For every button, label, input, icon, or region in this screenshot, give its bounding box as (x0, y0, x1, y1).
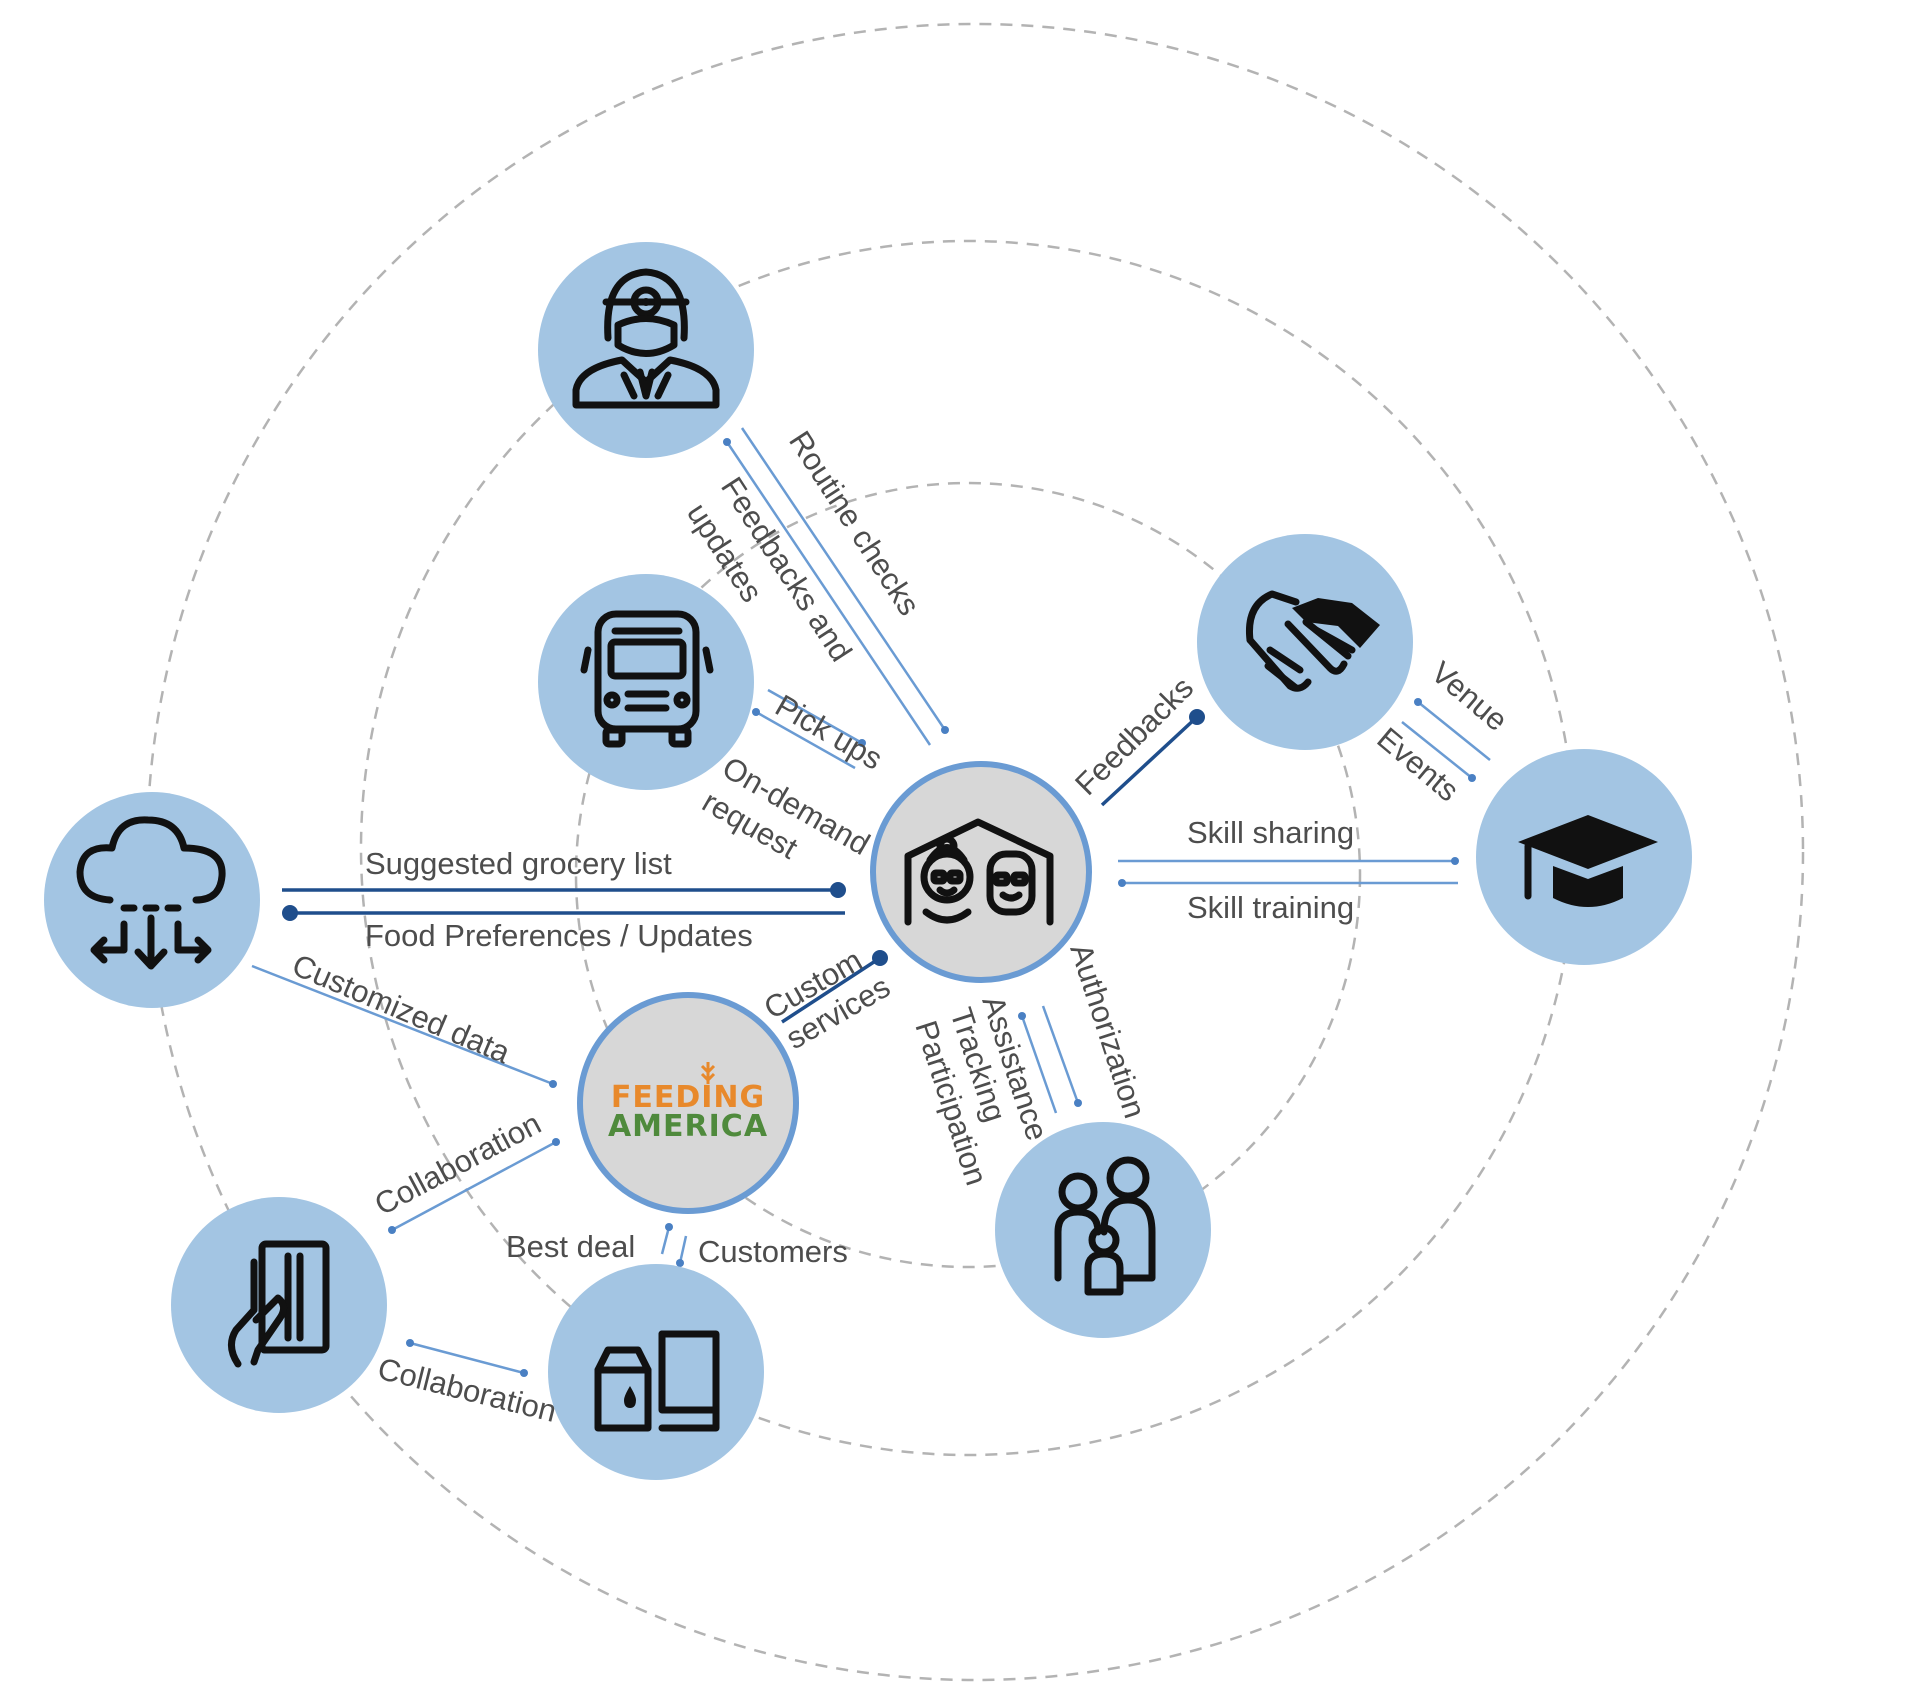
collaboration-lower-line (409, 1341, 525, 1375)
on-demand-line (755, 710, 856, 770)
authorization-line (1041, 1005, 1080, 1104)
feedbacks-dot (1189, 709, 1205, 725)
label-customers: Customers (698, 1234, 848, 1269)
handshake-icon (1245, 590, 1380, 692)
assistance-line (1020, 1015, 1058, 1114)
events-line (1401, 721, 1473, 779)
label-feedbacks: Feedbacks (1068, 670, 1200, 802)
logo-line-2: AMERICA (608, 1109, 768, 1144)
collaboration-lower-dot-a (406, 1339, 414, 1347)
customized-data-line (251, 964, 554, 1086)
collaboration-lower-dot-b (520, 1369, 528, 1377)
label-suggested-grocery: Suggested grocery list (365, 846, 672, 881)
doctor-node[interactable] (538, 242, 754, 458)
customers-dot (676, 1259, 684, 1267)
label-pick-ups: Pick ups (770, 688, 889, 777)
pick-ups-line (767, 688, 863, 745)
food-preferences-dot (282, 905, 298, 921)
custom-services-line (781, 956, 881, 1024)
label-collaboration-upper: Collaboration (369, 1106, 547, 1223)
best-deal-line (660, 1226, 671, 1255)
ring-inner (574, 481, 1362, 1269)
label-venue: Venue (1425, 655, 1515, 738)
skill-training-dot (1118, 879, 1126, 887)
food-bank-node[interactable]: FEEDING AMERICA (577, 992, 799, 1214)
customized-data-dot (549, 1080, 557, 1088)
authorization-dot (1074, 1099, 1082, 1107)
routine-checks-dot (941, 726, 949, 734)
feedbacks-line (1100, 715, 1199, 807)
pick-ups-dot (858, 739, 866, 747)
label-collaboration-lower: Collaboration (374, 1351, 560, 1429)
custom-services-dot (872, 950, 888, 966)
connections (251, 427, 1491, 1377)
payment-card-icon (228, 1240, 330, 1368)
label-food-preferences: Food Preferences / Updates (365, 918, 753, 953)
label-best-deal: Best deal (506, 1229, 635, 1264)
bus-icon (580, 610, 714, 748)
family-icon (1054, 1156, 1156, 1296)
cloud-node[interactable] (44, 792, 260, 1008)
logo-line-1: FEEDING (611, 1080, 765, 1115)
family-node[interactable] (995, 1122, 1211, 1338)
hub-node[interactable] (870, 761, 1092, 983)
grocery-store-icon (594, 1330, 720, 1432)
collaboration-upper-line (391, 1140, 557, 1232)
best-deal-dot (665, 1223, 673, 1231)
payment-node[interactable] (171, 1197, 387, 1413)
routine-checks-line (740, 427, 947, 731)
bus-node[interactable] (538, 574, 754, 790)
feeding-america-logo: FEEDING AMERICA (608, 1062, 768, 1144)
feedbacks-updates-dot (723, 438, 731, 446)
elderly-couple-home-icon (904, 818, 1054, 926)
label-skill-training: Skill training (1187, 890, 1354, 925)
cloud-data-icon (76, 816, 226, 970)
events-dot (1468, 774, 1476, 782)
venue-dot (1414, 698, 1422, 706)
doctor-icon (572, 268, 720, 409)
grocery-node[interactable] (548, 1264, 764, 1480)
suggested-grocery-dot (830, 882, 846, 898)
label-customized-data: Customized data (287, 947, 516, 1070)
collaboration-upper-dot-b (552, 1138, 560, 1146)
on-demand-dot (752, 708, 760, 716)
assistance-dot (1018, 1012, 1026, 1020)
ring-outer (145, 22, 1805, 1682)
label-skill-sharing: Skill sharing (1187, 815, 1354, 850)
graduation-cap-icon (1518, 815, 1658, 907)
skill-sharing-dot (1451, 857, 1459, 865)
venue-line (1417, 701, 1491, 761)
label-authorization: Authorization (1063, 939, 1152, 1122)
collaboration-upper-dot-a (388, 1226, 396, 1234)
customers-line (678, 1235, 688, 1264)
education-node[interactable] (1476, 749, 1692, 965)
feedbacks-updates-line (725, 441, 932, 746)
partnership-node[interactable] (1197, 534, 1413, 750)
wheat-icon (700, 1062, 716, 1084)
